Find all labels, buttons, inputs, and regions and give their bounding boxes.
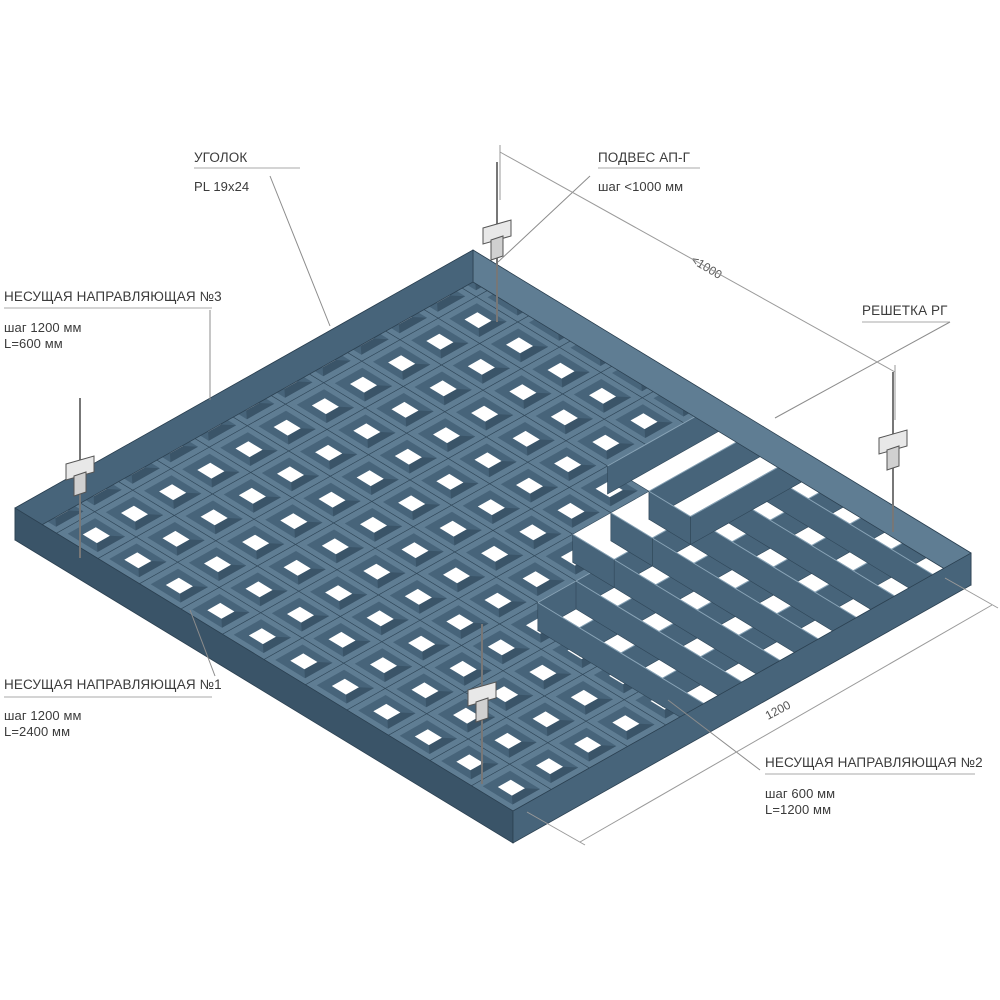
- rail2-label: НЕСУЩАЯ НАПРАВЛЯЮЩАЯ №2 шаг 600 мм L=120…: [765, 755, 983, 817]
- grid-cell: [527, 440, 609, 488]
- grid-cell: [406, 411, 487, 459]
- grid-cell: [97, 536, 179, 585]
- grid-cell: [429, 738, 511, 787]
- rail1-label: НЕСУЩАЯ НАПРАВЛЯЮЩАЯ №1 шаг 1200 мм L=24…: [4, 677, 222, 739]
- grid-cell: [323, 360, 404, 409]
- grid-cell: [304, 662, 386, 711]
- grid-cell: [135, 515, 217, 563]
- grid-cell: [495, 555, 577, 603]
- leader-line: [774, 321, 951, 419]
- grid-cell: [326, 407, 408, 456]
- grid-cell: [450, 483, 532, 531]
- leader-line: [497, 175, 591, 263]
- grid-cell: [523, 393, 605, 442]
- hanger-label: ПОДВЕС АП-Г шаг <1000 мм: [598, 150, 691, 194]
- dimension-right-label: 1200: [763, 698, 793, 723]
- grid-cell: [377, 573, 459, 621]
- leader-line: [189, 609, 216, 677]
- grid-cell: [288, 429, 370, 477]
- support-rail-2: [512, 552, 972, 844]
- grid-cell: [346, 688, 428, 736]
- grid-cell: [530, 487, 612, 535]
- dimension-right-tick: [526, 811, 586, 846]
- grid-cell: [361, 339, 443, 387]
- grid-cell: [543, 674, 625, 722]
- grid-cell: [371, 479, 453, 528]
- grid-cell: [215, 518, 297, 567]
- grid-cell: [138, 561, 220, 610]
- grid-cell: [444, 389, 526, 438]
- corner-label: УГОЛОК PL 19x24: [194, 150, 250, 194]
- grid-cell: [208, 425, 290, 473]
- dimension-top-line: [499, 151, 896, 373]
- hanger-icon: [467, 624, 497, 784]
- grid-cell: [170, 446, 252, 495]
- grid-cell: [409, 458, 491, 506]
- grid-cell: [55, 511, 137, 559]
- grid-cell: [440, 343, 522, 391]
- grid-cell: [256, 544, 338, 592]
- grid-cell: [177, 540, 258, 588]
- grid-cell: [301, 616, 383, 664]
- grid-cell: [470, 763, 552, 812]
- grid-cell: [384, 666, 466, 715]
- hanger-icon: [482, 162, 512, 322]
- grid-cell: [329, 454, 411, 502]
- grid-cell: [505, 695, 587, 744]
- grid-cell: [399, 317, 481, 366]
- grid-cell: [422, 645, 504, 693]
- hanger-icon: [65, 398, 95, 558]
- rail3-label: НЕСУЩАЯ НАПРАВЛЯЮЩАЯ №3 шаг 1200 мм L=60…: [4, 289, 222, 351]
- support-rails: [14, 249, 972, 844]
- grid-cell: [492, 508, 574, 557]
- grid-cell: [246, 403, 328, 452]
- grid-cell: [482, 368, 564, 416]
- grid-cell: [211, 472, 293, 520]
- grid-cell: [457, 576, 539, 625]
- grid-cell: [479, 321, 560, 370]
- grid-cell: [412, 504, 494, 553]
- grid-cell: [263, 637, 345, 686]
- dimension-right-tick: [944, 577, 999, 609]
- grid-cell: [250, 450, 331, 499]
- hangers: [65, 162, 908, 784]
- leader-line: [667, 699, 761, 771]
- leader-lines: [4, 167, 975, 775]
- grid-cell: [467, 717, 549, 765]
- grid-cell: [339, 594, 421, 643]
- grid-label: РЕШЕТКА РГ: [862, 303, 948, 318]
- grid-cell: [447, 436, 529, 485]
- hanger-icon: [878, 372, 908, 532]
- grid-cell: [221, 612, 303, 660]
- grid-cell: [333, 501, 414, 549]
- grid-cell: [402, 364, 484, 413]
- grid-cell: [260, 590, 341, 639]
- grid-cell: [485, 415, 567, 463]
- leader-line: [269, 175, 331, 327]
- dimension-right-line: [579, 604, 993, 843]
- grid-cell: [173, 493, 255, 542]
- grid-cell: [416, 551, 497, 600]
- grid-cell: [364, 386, 446, 434]
- grid-cell: [336, 547, 418, 596]
- grid-cell: [585, 699, 667, 747]
- grid-cell: [374, 526, 456, 574]
- grid-cell: [367, 432, 449, 481]
- grid-cell: [562, 372, 643, 420]
